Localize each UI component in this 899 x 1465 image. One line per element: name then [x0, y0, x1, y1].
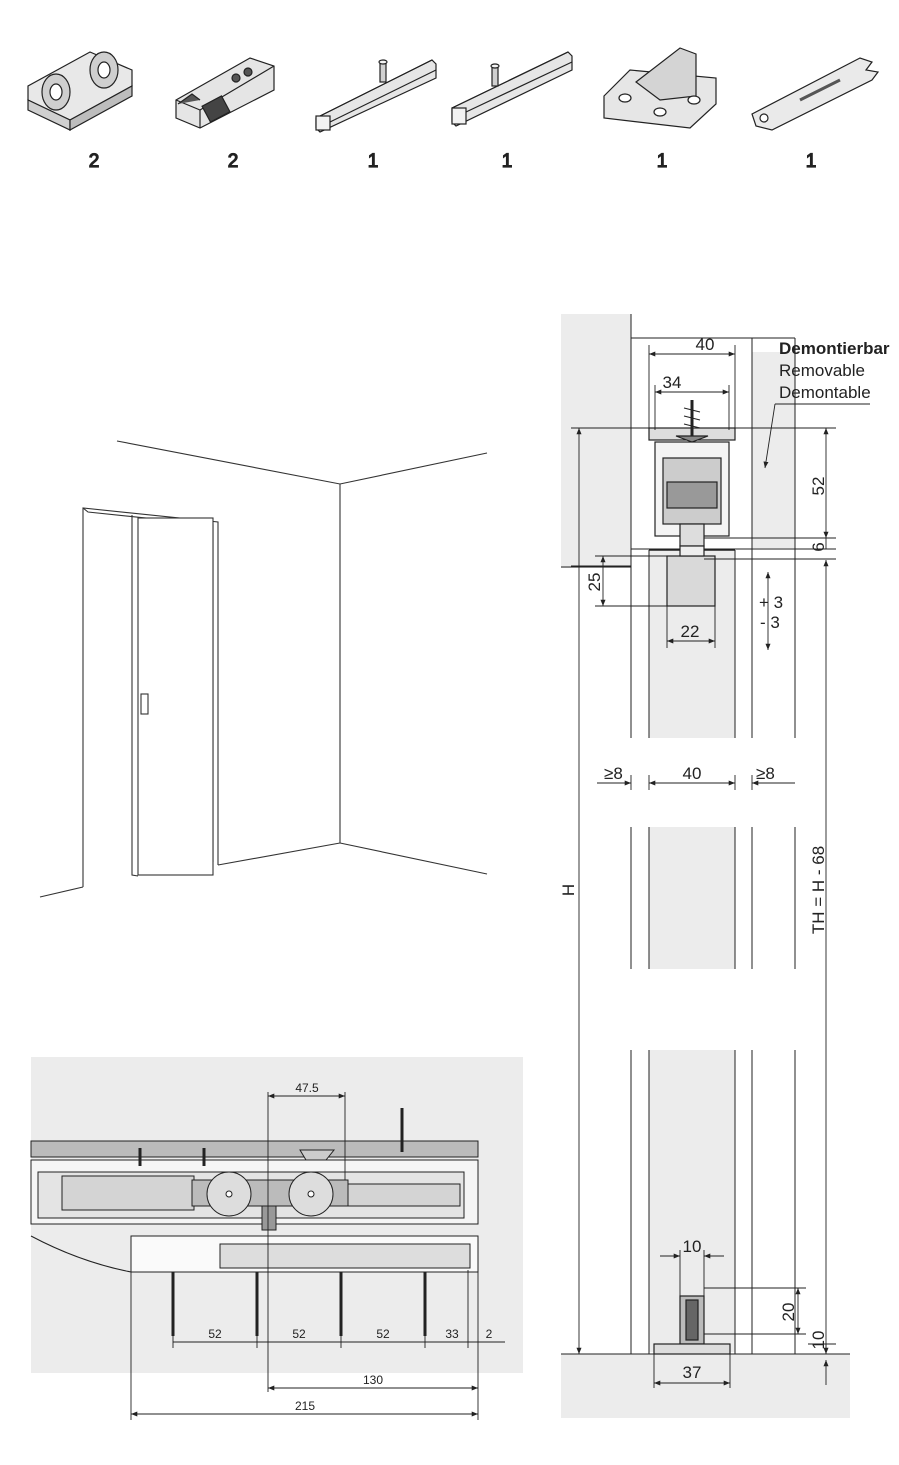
roller-carriage-icon: [27, 51, 133, 132]
soft-close-damper-icon: [175, 57, 275, 129]
floor-guide-icon: [603, 47, 717, 129]
dim-top-inner: 34: [663, 373, 682, 392]
removable-fr: Demontable: [779, 383, 871, 402]
dim-33: 33: [445, 1327, 459, 1341]
dim-47-5: 47.5: [295, 1081, 319, 1095]
door-handle: [140, 693, 149, 715]
dim-37: 37: [683, 1363, 702, 1382]
part-qty-1: 2: [89, 151, 100, 172]
track-stopper-right-icon: [451, 51, 573, 127]
dim-6: 6: [809, 542, 828, 551]
dim-52-c: 52: [376, 1327, 390, 1341]
dim-20: 20: [779, 1303, 798, 1322]
part-qty-2: 2: [228, 151, 239, 172]
track-stopper-left-icon: [315, 59, 437, 133]
dim-top-outer: 40: [696, 335, 715, 354]
dim-H: H: [559, 884, 578, 896]
dim-TH: TH = H - 68: [809, 846, 828, 934]
cross-section: Demontierbar Removable Demontable 40 34 …: [559, 314, 890, 1418]
dim-ge8-right: ≥8: [756, 764, 775, 783]
room-sketch: [39, 440, 488, 898]
dim-10-guide: 10: [683, 1237, 702, 1256]
part-qty-5: 1: [657, 151, 668, 172]
dim-215: 215: [295, 1399, 315, 1413]
dim-22: 22: [681, 622, 700, 641]
removable-de: Demontierbar: [779, 339, 890, 358]
dim-25: 25: [585, 573, 604, 592]
part-qty-6: 1: [806, 151, 817, 172]
adjustment-spanner-icon: [751, 57, 880, 131]
removable-en: Removable: [779, 361, 865, 380]
part-qty-4: 1: [502, 151, 513, 172]
dim-52-a: 52: [208, 1327, 222, 1341]
dim-52: 52: [809, 477, 828, 496]
dim-plus-3: + 3: [759, 593, 783, 612]
dim-10-floor: 10: [809, 1331, 828, 1350]
dim-2: 2: [486, 1327, 493, 1341]
floor-guide-section-icon: [653, 1295, 731, 1355]
part-qty-3: 1: [368, 151, 379, 172]
door-panel: [137, 517, 214, 876]
dim-ge8-left: ≥8: [604, 764, 623, 783]
dim-52-b: 52: [292, 1327, 306, 1341]
track-detail: 47.5 52 52 52 33 2 130 215: [30, 1057, 523, 1420]
dim-40-door: 40: [683, 764, 702, 783]
dim-minus-3: - 3: [760, 613, 780, 632]
dim-130: 130: [363, 1373, 383, 1387]
parts-row: 2 2 1 1: [27, 47, 880, 173]
